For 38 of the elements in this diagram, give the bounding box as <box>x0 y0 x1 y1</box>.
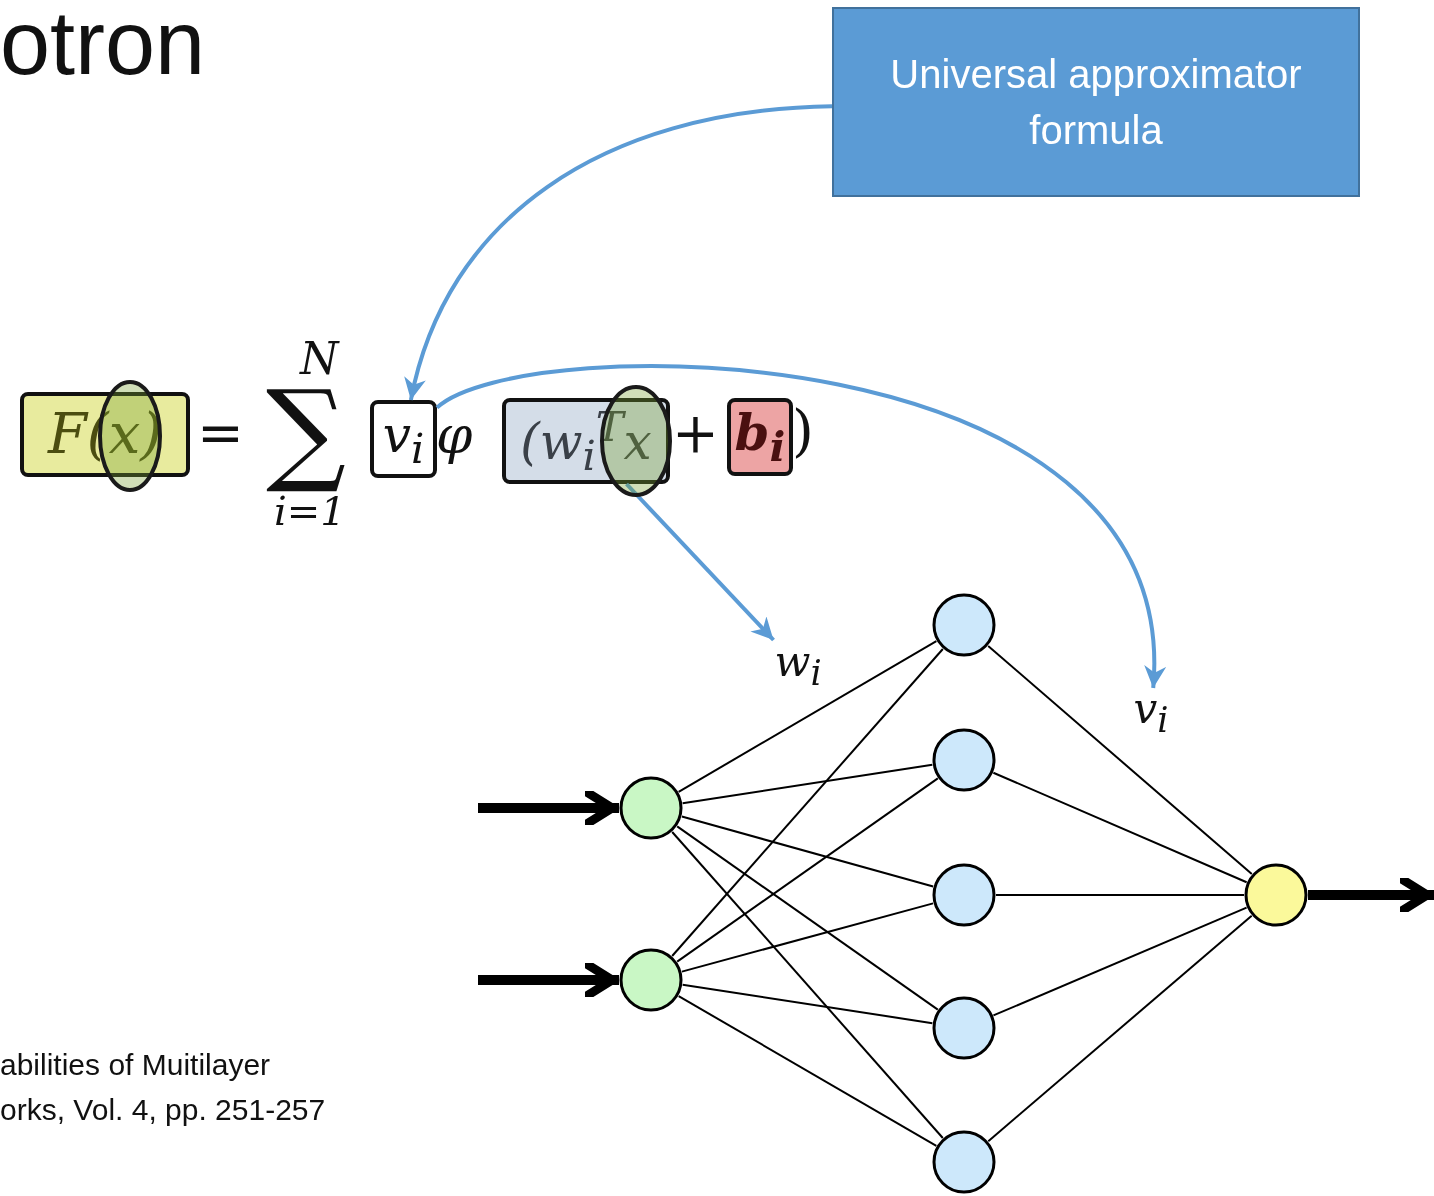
slide-title: otron <box>0 0 206 95</box>
formula-symbol: φ <box>436 405 473 465</box>
hidden-neuron <box>932 728 996 792</box>
connection-line <box>987 914 1253 1143</box>
input-neuron <box>619 776 683 840</box>
citation-text: abilities of Muitilayer <box>0 1048 271 1082</box>
connection-line <box>680 815 935 888</box>
hidden-neuron <box>932 1130 996 1194</box>
connection-line <box>677 995 938 1147</box>
weight-label: v$_{i}$ <box>1128 688 1174 738</box>
formula-symbol: = <box>197 400 244 465</box>
connection-line <box>987 644 1253 876</box>
hidden-neuron <box>932 593 996 657</box>
connection-line <box>671 648 944 957</box>
formula-symbol: ) <box>792 398 814 463</box>
output-neuron <box>1244 863 1308 927</box>
arrow <box>405 104 833 401</box>
formula-term-box: v$_{i}$ <box>370 400 437 478</box>
connection-line <box>676 825 939 1011</box>
weight-label: w$_{i}$ <box>768 640 828 692</box>
formula-term-box: b$_{i}$ <box>727 398 793 476</box>
hidden-neuron <box>932 863 996 927</box>
arrow <box>436 364 1163 689</box>
connection-line <box>680 902 935 973</box>
input-neuron <box>619 948 683 1012</box>
citation-text: orks, Vol. 4, pp. 251-257 <box>0 1093 326 1127</box>
arrow <box>625 482 775 642</box>
connection-line <box>681 763 934 805</box>
connection-line <box>995 894 1245 896</box>
connection-line <box>671 830 944 1140</box>
connection-line <box>992 906 1248 1017</box>
connection-line <box>677 640 938 793</box>
connection-line <box>681 983 934 1025</box>
connection-line <box>676 777 939 963</box>
connection-line <box>992 771 1248 884</box>
hidden-neuron <box>932 996 996 1060</box>
callout-box: Universal approximator formula <box>832 7 1360 197</box>
formula-symbol: + <box>672 400 719 465</box>
